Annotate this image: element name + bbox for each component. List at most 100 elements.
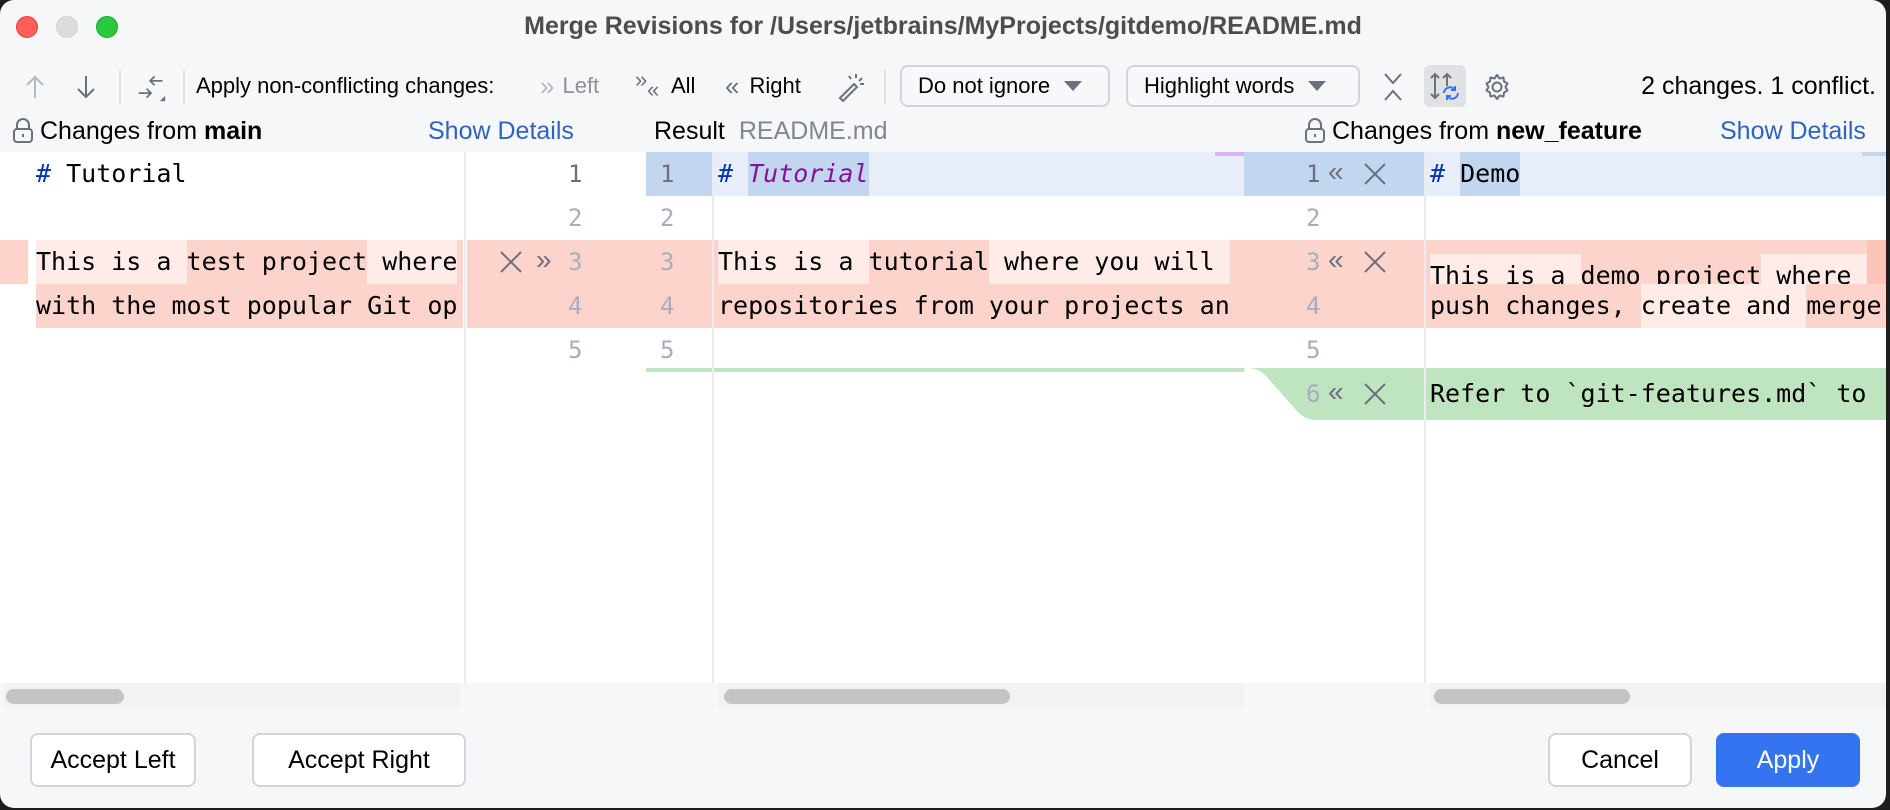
magic-wand-icon[interactable] — [836, 72, 866, 102]
modified-gutter-bg — [1244, 152, 1424, 196]
divider — [464, 152, 466, 683]
title-bar: Merge Revisions for /Users/jetbrains/MyP… — [0, 0, 1886, 54]
line-number: 5 — [660, 336, 675, 364]
conflict-marker — [0, 240, 28, 284]
double-chevron-right-icon: » — [540, 70, 555, 101]
result-horizontal-scrollbar[interactable] — [718, 683, 1244, 708]
divider — [1424, 152, 1426, 683]
left-branch-name: main — [203, 116, 263, 145]
highlight-dropdown[interactable]: Highlight words — [1126, 65, 1360, 107]
line-number: 5 — [1306, 336, 1321, 364]
result-panel-header: Result README.md — [654, 113, 888, 149]
code-line: with the most popular Git op — [36, 284, 463, 328]
accept-right-button[interactable]: Accept Right — [252, 733, 466, 787]
highlight-dropdown-value: Highlight words — [1144, 73, 1295, 98]
line-number: 4 — [1306, 292, 1321, 320]
result-file-name: README.md — [738, 116, 888, 145]
double-chevron-left-icon: « — [725, 70, 740, 101]
minimize-window-button[interactable] — [56, 16, 78, 38]
apply-all-button[interactable]: » « All — [635, 62, 695, 110]
divider — [712, 152, 714, 683]
code-line: push changes, create and merge — [1430, 284, 1886, 328]
accept-left-button[interactable]: Accept Left — [30, 733, 196, 787]
collapse-unchanged-icon[interactable] — [1378, 72, 1408, 102]
code-line: This is a demo project where — [1430, 240, 1886, 298]
merge-arrows-icon[interactable] — [136, 72, 166, 102]
merge-all-icon: » « — [635, 67, 660, 102]
accept-left-arrow-icon[interactable]: « — [1328, 244, 1344, 275]
chevron-down-icon — [1308, 81, 1327, 91]
scrollbar-thumb[interactable] — [1434, 689, 1630, 704]
apply-right-label: Right — [749, 73, 801, 98]
apply-all-label: All — [671, 73, 696, 98]
apply-right-button[interactable]: « Right — [725, 62, 801, 110]
code-line: # Tutorial — [718, 152, 1244, 196]
modified-gutter-bg — [646, 152, 712, 196]
right-branch-name: new_feature — [1495, 116, 1642, 145]
cancel-button[interactable]: Cancel — [1548, 733, 1692, 787]
whitespace-dropdown[interactable]: Do not ignore — [900, 65, 1110, 107]
sync-scroll-icon[interactable] — [1424, 65, 1466, 107]
line-number: 1 — [660, 160, 675, 188]
result-editor[interactable]: # Tutorial This is a tutorial where you … — [718, 152, 1244, 683]
scrollbar-thumb[interactable] — [724, 689, 1010, 704]
toolbar-separator — [119, 70, 121, 104]
arrow-up-icon[interactable] — [20, 72, 50, 102]
left-horizontal-scrollbar[interactable] — [4, 683, 460, 708]
window-title: Merge Revisions for /Users/jetbrains/MyP… — [524, 12, 1362, 40]
line-number: 1 — [568, 160, 583, 188]
right-panel-header: Changes from new_feature — [1304, 113, 1642, 149]
change-marker — [1862, 152, 1886, 156]
toolbar: Apply non-conflicting changes: » Left » … — [0, 62, 1886, 110]
line-number: 5 — [568, 336, 583, 364]
line-number: 1 — [1306, 160, 1321, 188]
accept-left-arrow-icon[interactable]: « — [1328, 376, 1344, 407]
line-number: 2 — [660, 204, 675, 232]
maximize-window-button[interactable] — [96, 16, 118, 38]
whitespace-dropdown-value: Do not ignore — [918, 73, 1051, 98]
apply-button[interactable]: Apply — [1716, 733, 1860, 787]
right-editor[interactable]: # Demo This is a demo project where push… — [1430, 152, 1886, 683]
change-marker — [1215, 152, 1244, 156]
ignore-icon[interactable] — [1362, 152, 1388, 196]
code-line: # Tutorial — [36, 159, 187, 188]
code-line: # Demo — [1430, 152, 1886, 196]
code-line: repositories from your projects an — [718, 284, 1244, 328]
code-line: This is a test project where — [36, 240, 463, 284]
code-line: This is a tutorial where you will — [718, 240, 1244, 284]
left-editor[interactable]: # Tutorial This is a test project where … — [36, 152, 463, 683]
toolbar-separator — [884, 70, 886, 104]
gear-icon[interactable] — [1482, 72, 1512, 102]
apply-left-label: Left — [562, 73, 600, 98]
merge-editor-area: # Tutorial This is a test project where … — [0, 152, 1886, 683]
apply-left-button[interactable]: » Left — [540, 62, 599, 110]
left-show-details-link[interactable]: Show Details — [428, 116, 574, 145]
line-number: 2 — [1306, 204, 1321, 232]
accept-left-arrow-icon[interactable]: « — [1328, 156, 1344, 187]
chevron-down-icon — [1064, 81, 1083, 91]
close-window-button[interactable] — [16, 16, 38, 38]
line-number: 2 — [568, 204, 583, 232]
ignore-icon[interactable] — [1362, 240, 1388, 284]
line-number: 4 — [660, 292, 675, 320]
right-header-label: Changes from — [1332, 116, 1496, 145]
accept-right-arrow-icon[interactable]: » — [536, 244, 552, 275]
scrollbar-thumb[interactable] — [6, 689, 124, 704]
ignore-icon[interactable] — [1362, 372, 1388, 416]
line-number: 4 — [568, 292, 583, 320]
right-show-details-link[interactable]: Show Details — [1720, 116, 1866, 145]
toolbar-separator — [183, 70, 185, 104]
right-horizontal-scrollbar[interactable] — [1430, 683, 1886, 708]
arrow-down-icon[interactable] — [71, 72, 101, 102]
status-text: 2 changes. 1 conflict. — [1641, 71, 1876, 100]
left-panel-header: Changes from main — [12, 113, 262, 149]
line-number: 3 — [1306, 248, 1321, 276]
line-number: 3 — [660, 248, 675, 276]
apply-non-conflicting-label: Apply non-conflicting changes: — [196, 73, 495, 98]
line-number: 6 — [1306, 380, 1321, 408]
code-line: Refer to `git-features.md` to — [1430, 379, 1867, 408]
line-number: 3 — [568, 248, 583, 276]
lock-icon — [1304, 118, 1328, 144]
ignore-icon[interactable] — [498, 240, 524, 284]
